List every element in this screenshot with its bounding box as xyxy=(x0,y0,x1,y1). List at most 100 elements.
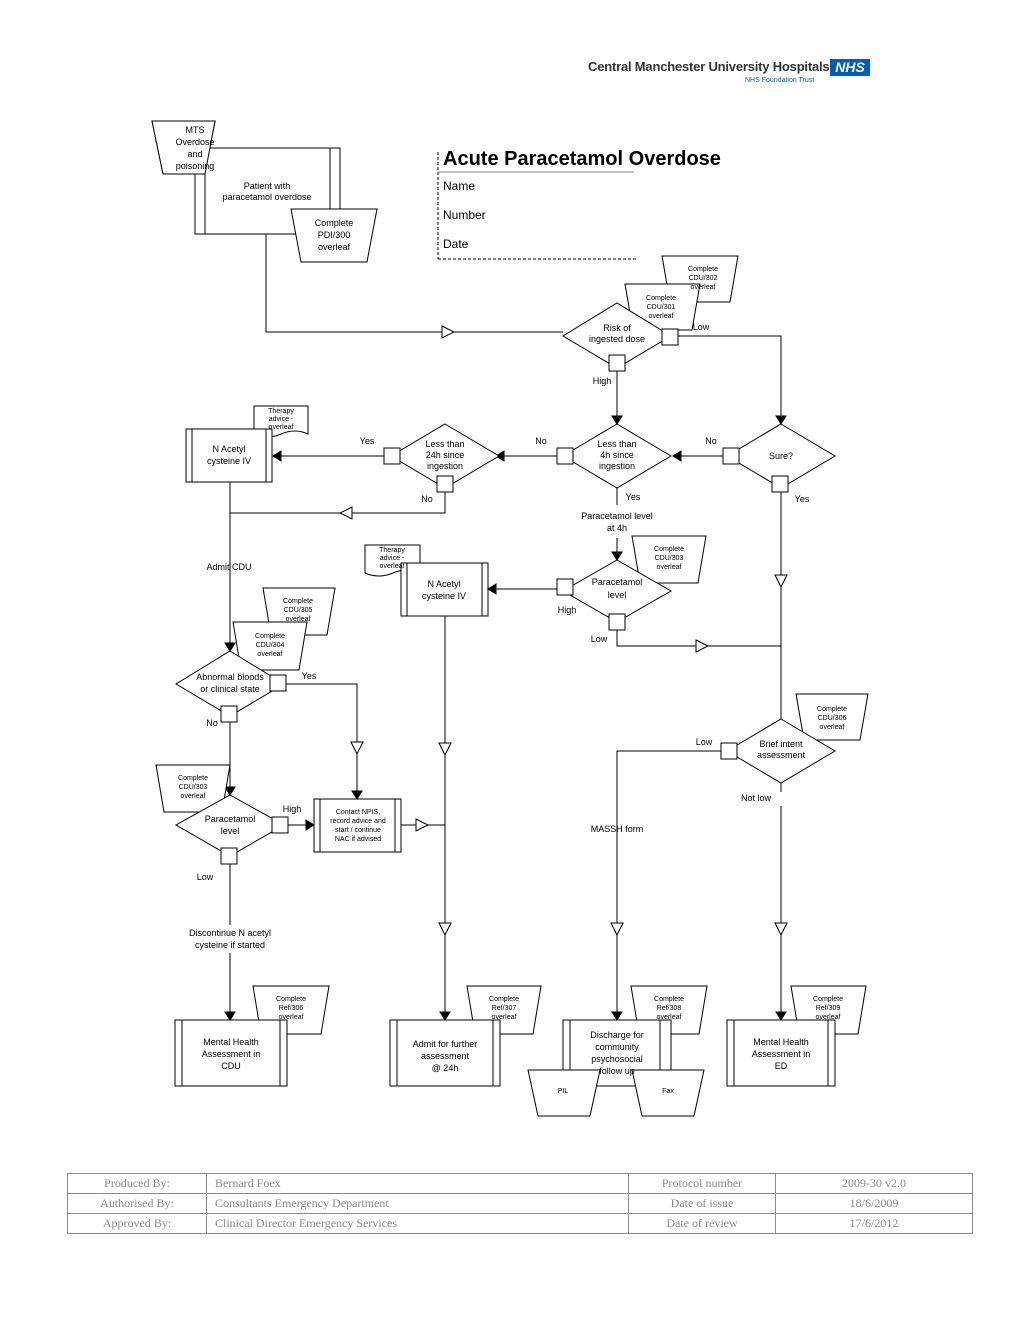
para-4h-line-1: Paracetamol level xyxy=(581,511,653,521)
mts-line-4: poisoning xyxy=(176,161,215,171)
abnormal-line-1: Abnormal bloods xyxy=(196,672,264,682)
cdu302-line-2: CDU/302 xyxy=(689,275,718,282)
less24-line-1: Less than xyxy=(425,439,464,449)
brief-line-2: assessment xyxy=(757,750,806,760)
mh-cdu-line-3: CDU xyxy=(221,1061,241,1071)
admit-further-line-3: @ 24h xyxy=(432,1063,459,1073)
mts-line-3: and xyxy=(187,149,202,159)
nac-box-2 xyxy=(400,562,489,617)
ref308-line-3: overleaf xyxy=(657,1014,682,1021)
document-control-table: Produced By: Bernard Foex Protocol numbe… xyxy=(67,1173,973,1234)
protocol-number-label: Protocol number xyxy=(628,1173,776,1194)
fax-shape xyxy=(631,1069,705,1117)
admit-further-line-1: Admit for further xyxy=(413,1039,478,1049)
risk-line-1: Risk of xyxy=(603,323,631,333)
discharge-line-4: follow up xyxy=(599,1066,635,1076)
therapy1-line-1: Therapy xyxy=(268,408,294,415)
nac-box-1 xyxy=(185,428,273,483)
cdu303-left-line-1: Complete xyxy=(178,775,208,782)
cdu303-mid-line-1: Complete xyxy=(654,546,684,553)
less4-yes-label: Yes xyxy=(626,492,641,502)
contact-line-1: Contact NPIS, xyxy=(336,809,380,816)
connector-patient-risk xyxy=(265,234,563,333)
risk-line-2: ingested dose xyxy=(589,334,645,344)
therapy2-line-2: advice - xyxy=(380,555,405,562)
authorised-by-label: Authorised By: xyxy=(67,1193,207,1214)
para-mid-low-label: Low xyxy=(591,634,608,644)
discharge-line-3: psychosocial xyxy=(591,1054,643,1064)
produced-by-value: Bernard Foex xyxy=(206,1173,629,1194)
mts-line-2: Overdose xyxy=(175,137,214,147)
therapy1-line-3: overleaf xyxy=(269,424,294,431)
patient-line-1: Patient with xyxy=(244,181,291,191)
para-left-low-label: Low xyxy=(197,872,214,882)
pil-shape xyxy=(527,1069,601,1117)
discontinue-line-1: Discontinue N acetyl xyxy=(189,928,271,938)
mh-cdu-line-1: Mental Health xyxy=(203,1037,259,1047)
less24-no-label: No xyxy=(421,494,433,504)
cdu304-line-3: overleaf xyxy=(258,651,283,658)
para-4h-line-2: at 4h xyxy=(607,523,627,533)
less4-line-3: ingestion xyxy=(599,461,635,471)
pil-label: PIL xyxy=(558,1088,569,1095)
table-row: Approved By: Clinical Director Emergency… xyxy=(67,1213,973,1234)
sure-yes-label: Yes xyxy=(795,494,810,504)
authorised-by-value: Consultants Emergency Department xyxy=(206,1193,629,1214)
form-name-label: Name xyxy=(443,179,475,193)
mts-line-1: MTS xyxy=(186,125,205,135)
discharge-line-2: community xyxy=(595,1042,639,1052)
cdu303-mid-line-3: overleaf xyxy=(657,564,682,571)
contact-line-3: start / continue xyxy=(335,827,381,834)
ref306-line-3: overleaf xyxy=(279,1014,304,1021)
ref306-line-2: Ref/306 xyxy=(279,1005,304,1012)
mh-ed-box xyxy=(726,1019,836,1087)
cdu305-line-1: Complete xyxy=(283,598,313,605)
ref307-line-2: Ref/307 xyxy=(492,1005,517,1012)
nac2-line-1: N Acetyl xyxy=(427,579,460,589)
para-mid-high-label: High xyxy=(558,605,577,615)
therapy2-line-1: Therapy xyxy=(379,547,405,554)
cdu303-mid-line-2: CDU/303 xyxy=(655,555,684,562)
therapy1-line-2: advice - xyxy=(269,416,294,423)
cdu306-line-2: CDU/306 xyxy=(818,715,847,722)
table-row: Produced By: Bernard Foex Protocol numbe… xyxy=(67,1173,973,1194)
form-title: Acute Paracetamol Overdose xyxy=(443,148,721,170)
cdu303-mid-shape xyxy=(631,535,707,584)
pdi300-line-3: overleaf xyxy=(318,242,351,252)
pdi300-line-1: Complete xyxy=(315,218,354,228)
flowchart: Acute Paracetamol Overdose Name Number D… xyxy=(151,120,869,1117)
patient-line-2: paracetamol overdose xyxy=(222,192,311,202)
nac2-line-2: cysteine IV xyxy=(422,591,466,601)
discharge-line-1: Discharge for xyxy=(590,1030,644,1040)
less24-line-2: 24h since xyxy=(426,450,465,460)
contact-line-4: NAC if advised xyxy=(335,836,381,843)
cdu302-line-3: overleaf xyxy=(691,284,716,291)
nac1-line-2: cysteine IV xyxy=(207,456,251,466)
contact-line-2: record advice and xyxy=(330,818,386,825)
date-of-review-label: Date of review xyxy=(628,1213,776,1234)
ref309-line-1: Complete xyxy=(813,996,843,1003)
cdu305-line-3: overleaf xyxy=(286,616,311,623)
less4-line-1: Less than xyxy=(597,439,636,449)
abnormal-yes-label: Yes xyxy=(302,671,317,681)
mh-ed-line-2: Assessment in xyxy=(752,1049,811,1059)
para-left-line-2: level xyxy=(221,826,240,836)
admit-cdu-label: Admit CDU xyxy=(206,562,251,572)
mh-ed-line-3: ED xyxy=(775,1061,788,1071)
fax-label: Fax xyxy=(662,1088,674,1095)
pdi300-line-2: PDI/300 xyxy=(318,230,351,240)
contact-npis-box xyxy=(313,798,402,853)
less24-line-3: ingestion xyxy=(427,461,463,471)
ref309-line-2: Ref/309 xyxy=(816,1005,841,1012)
mh-cdu-box xyxy=(174,1019,288,1087)
admit-further-line-2: assessment xyxy=(421,1051,470,1061)
ref308-line-2: Ref/308 xyxy=(657,1005,682,1012)
nhs-logo: NHS xyxy=(830,59,870,76)
ref306-line-1: Complete xyxy=(276,996,306,1003)
cdu303-left-line-2: CDU/303 xyxy=(179,784,208,791)
discontinue-line-2: cysteine if started xyxy=(195,940,265,950)
mh-cdu-line-2: Assessment in xyxy=(202,1049,261,1059)
trust-name: NHS Foundation Trust xyxy=(745,77,815,84)
sure-label: Sure? xyxy=(769,451,793,461)
form-number-label: Number xyxy=(443,208,486,222)
